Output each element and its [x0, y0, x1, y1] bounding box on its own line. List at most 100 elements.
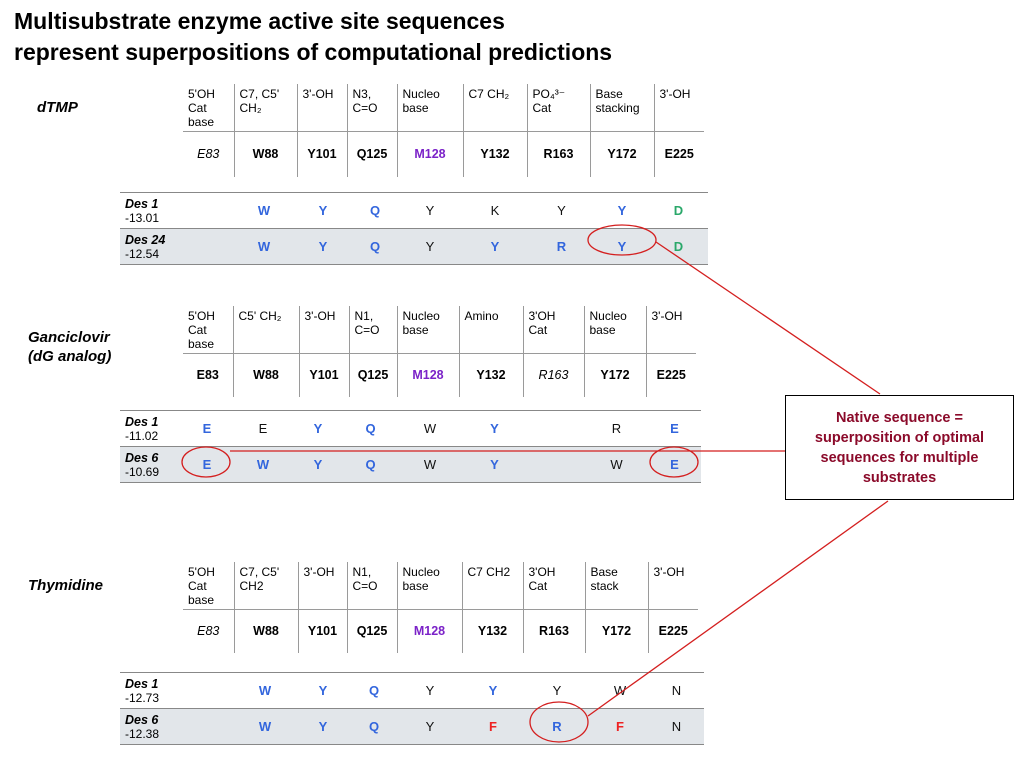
residue-cell: Y132 [462, 130, 527, 177]
design-cell: K [462, 192, 528, 229]
design-cell: W [585, 446, 648, 483]
design-table-thymidine: Des 1-12.73 W Y Q Y Y Y W N Des 6-12.38 … [120, 672, 704, 745]
residue-cell: Q125 [346, 608, 397, 653]
design-cell: Y [595, 192, 649, 229]
residue-cell: Y132 [461, 608, 523, 653]
residue-cell: Y101 [296, 130, 347, 177]
design-cell: D [649, 228, 708, 265]
native-residue-row: E83 W88 Y101 Q125 M128 Y132 R163 Y172 E2… [183, 130, 704, 177]
title-line-1: Multisubstrate enzyme active site sequen… [14, 8, 505, 34]
design-cell: Y [292, 446, 344, 483]
design-cell: Y [397, 672, 463, 709]
col-header: 3'-OH [645, 306, 696, 353]
col-header: 3'-OH [296, 84, 347, 131]
design-cell: E [648, 446, 701, 483]
residue-cell: E225 [653, 130, 704, 177]
design-row: Des 1-13.01 W Y Q Y K Y Y D [120, 192, 708, 229]
design-cell: Y [595, 228, 649, 265]
residue-cell: E225 [645, 352, 696, 397]
design-label: Des 6-10.69 [120, 446, 180, 483]
design-cell: Q [344, 446, 397, 483]
design-cell: Y [523, 672, 591, 709]
col-header: 3'-OH [297, 562, 347, 609]
design-cell: N [649, 708, 704, 745]
native-residue-row: E83 W88 Y101 Q125 M128 Y132 R163 Y172 E2… [183, 608, 698, 653]
design-row: Des 1-11.02 E E Y Q W Y R E [120, 410, 701, 447]
design-row: Des 6-12.38 W Y Q Y F R F N [120, 708, 704, 745]
design-cell [526, 410, 585, 447]
col-header: N1,C=O [346, 562, 397, 609]
residue-cell: E83 [183, 352, 233, 397]
design-cell: W [235, 708, 295, 745]
col-header: 3'-OH [298, 306, 349, 353]
residue-cell: Y172 [589, 130, 654, 177]
col-header: C5' CH₂ [232, 306, 299, 353]
residue-cell: W88 [233, 608, 298, 653]
title-line-2: represent superpositions of computationa… [14, 39, 613, 65]
design-cell: Y [292, 410, 344, 447]
col-header: Amino [458, 306, 523, 353]
design-row: Des 1-12.73 W Y Q Y Y Y W N [120, 672, 704, 709]
design-row: Des 6-10.69 E W Y Q W Y W E [120, 446, 701, 483]
design-cell: E [648, 410, 701, 447]
design-row: Des 24-12.54 W Y Q Y Y R Y D [120, 228, 708, 265]
design-cell: W [234, 192, 294, 229]
slide-title: Multisubstrate enzyme active site sequen… [14, 6, 612, 68]
residue-cell: M128 [396, 130, 463, 177]
design-cell: E [180, 446, 234, 483]
design-cell: W [234, 446, 292, 483]
design-cell: Y [398, 228, 462, 265]
residue-cell: Y101 [297, 608, 347, 653]
design-cell: Y [398, 192, 462, 229]
callout-box: Native sequence = superposition of optim… [785, 395, 1014, 500]
design-cell: D [649, 192, 708, 229]
native-residue-row: E83 W88 Y101 Q125 M128 Y132 R163 Y172 E2… [183, 352, 696, 397]
design-cell: Y [463, 410, 526, 447]
callout-line-3: sequences for multiple [820, 450, 979, 466]
residue-cell: E83 [183, 130, 234, 177]
col-header: N1,C=O [348, 306, 397, 353]
col-header: C7, C5'CH2 [233, 562, 298, 609]
design-cell: Y [463, 446, 526, 483]
design-cell: Q [352, 192, 398, 229]
design-label: Des 24-12.54 [120, 228, 234, 265]
col-header: C7 CH₂ [462, 84, 527, 131]
col-header: C7, C5'CH₂ [233, 84, 297, 131]
design-cell: Q [351, 672, 397, 709]
residue-cell: R163 [522, 608, 585, 653]
design-cell: F [591, 708, 649, 745]
design-cell: W [234, 228, 294, 265]
design-cell: W [397, 410, 463, 447]
design-cell: Y [295, 672, 351, 709]
design-cell: E [234, 410, 292, 447]
design-label: Des 1-13.01 [120, 192, 234, 229]
design-label: Des 6-12.38 [120, 708, 235, 745]
design-cell: R [523, 708, 591, 745]
substrate-label-ganciclovir: Ganciclovir (dG analog) [28, 329, 112, 365]
residue-cell: E83 [183, 608, 234, 653]
residue-cell: R163 [526, 130, 590, 177]
col-header: 3'-OH [653, 84, 704, 131]
residue-cell: Y172 [583, 352, 646, 397]
col-header: N3,C=O [346, 84, 397, 131]
residue-cell: E225 [647, 608, 698, 653]
residue-cell: Y132 [458, 352, 523, 397]
residue-cell: M128 [396, 352, 459, 397]
design-label: Des 1-12.73 [120, 672, 235, 709]
residue-cell: W88 [233, 130, 297, 177]
residue-cell: M128 [396, 608, 462, 653]
design-cell: Y [463, 672, 523, 709]
design-table-dtmp: Des 1-13.01 W Y Q Y K Y Y D Des 24-12.54… [120, 192, 708, 265]
substrate-label-thymidine: Thymidine [28, 577, 104, 594]
col-header: 3'-OH [647, 562, 698, 609]
